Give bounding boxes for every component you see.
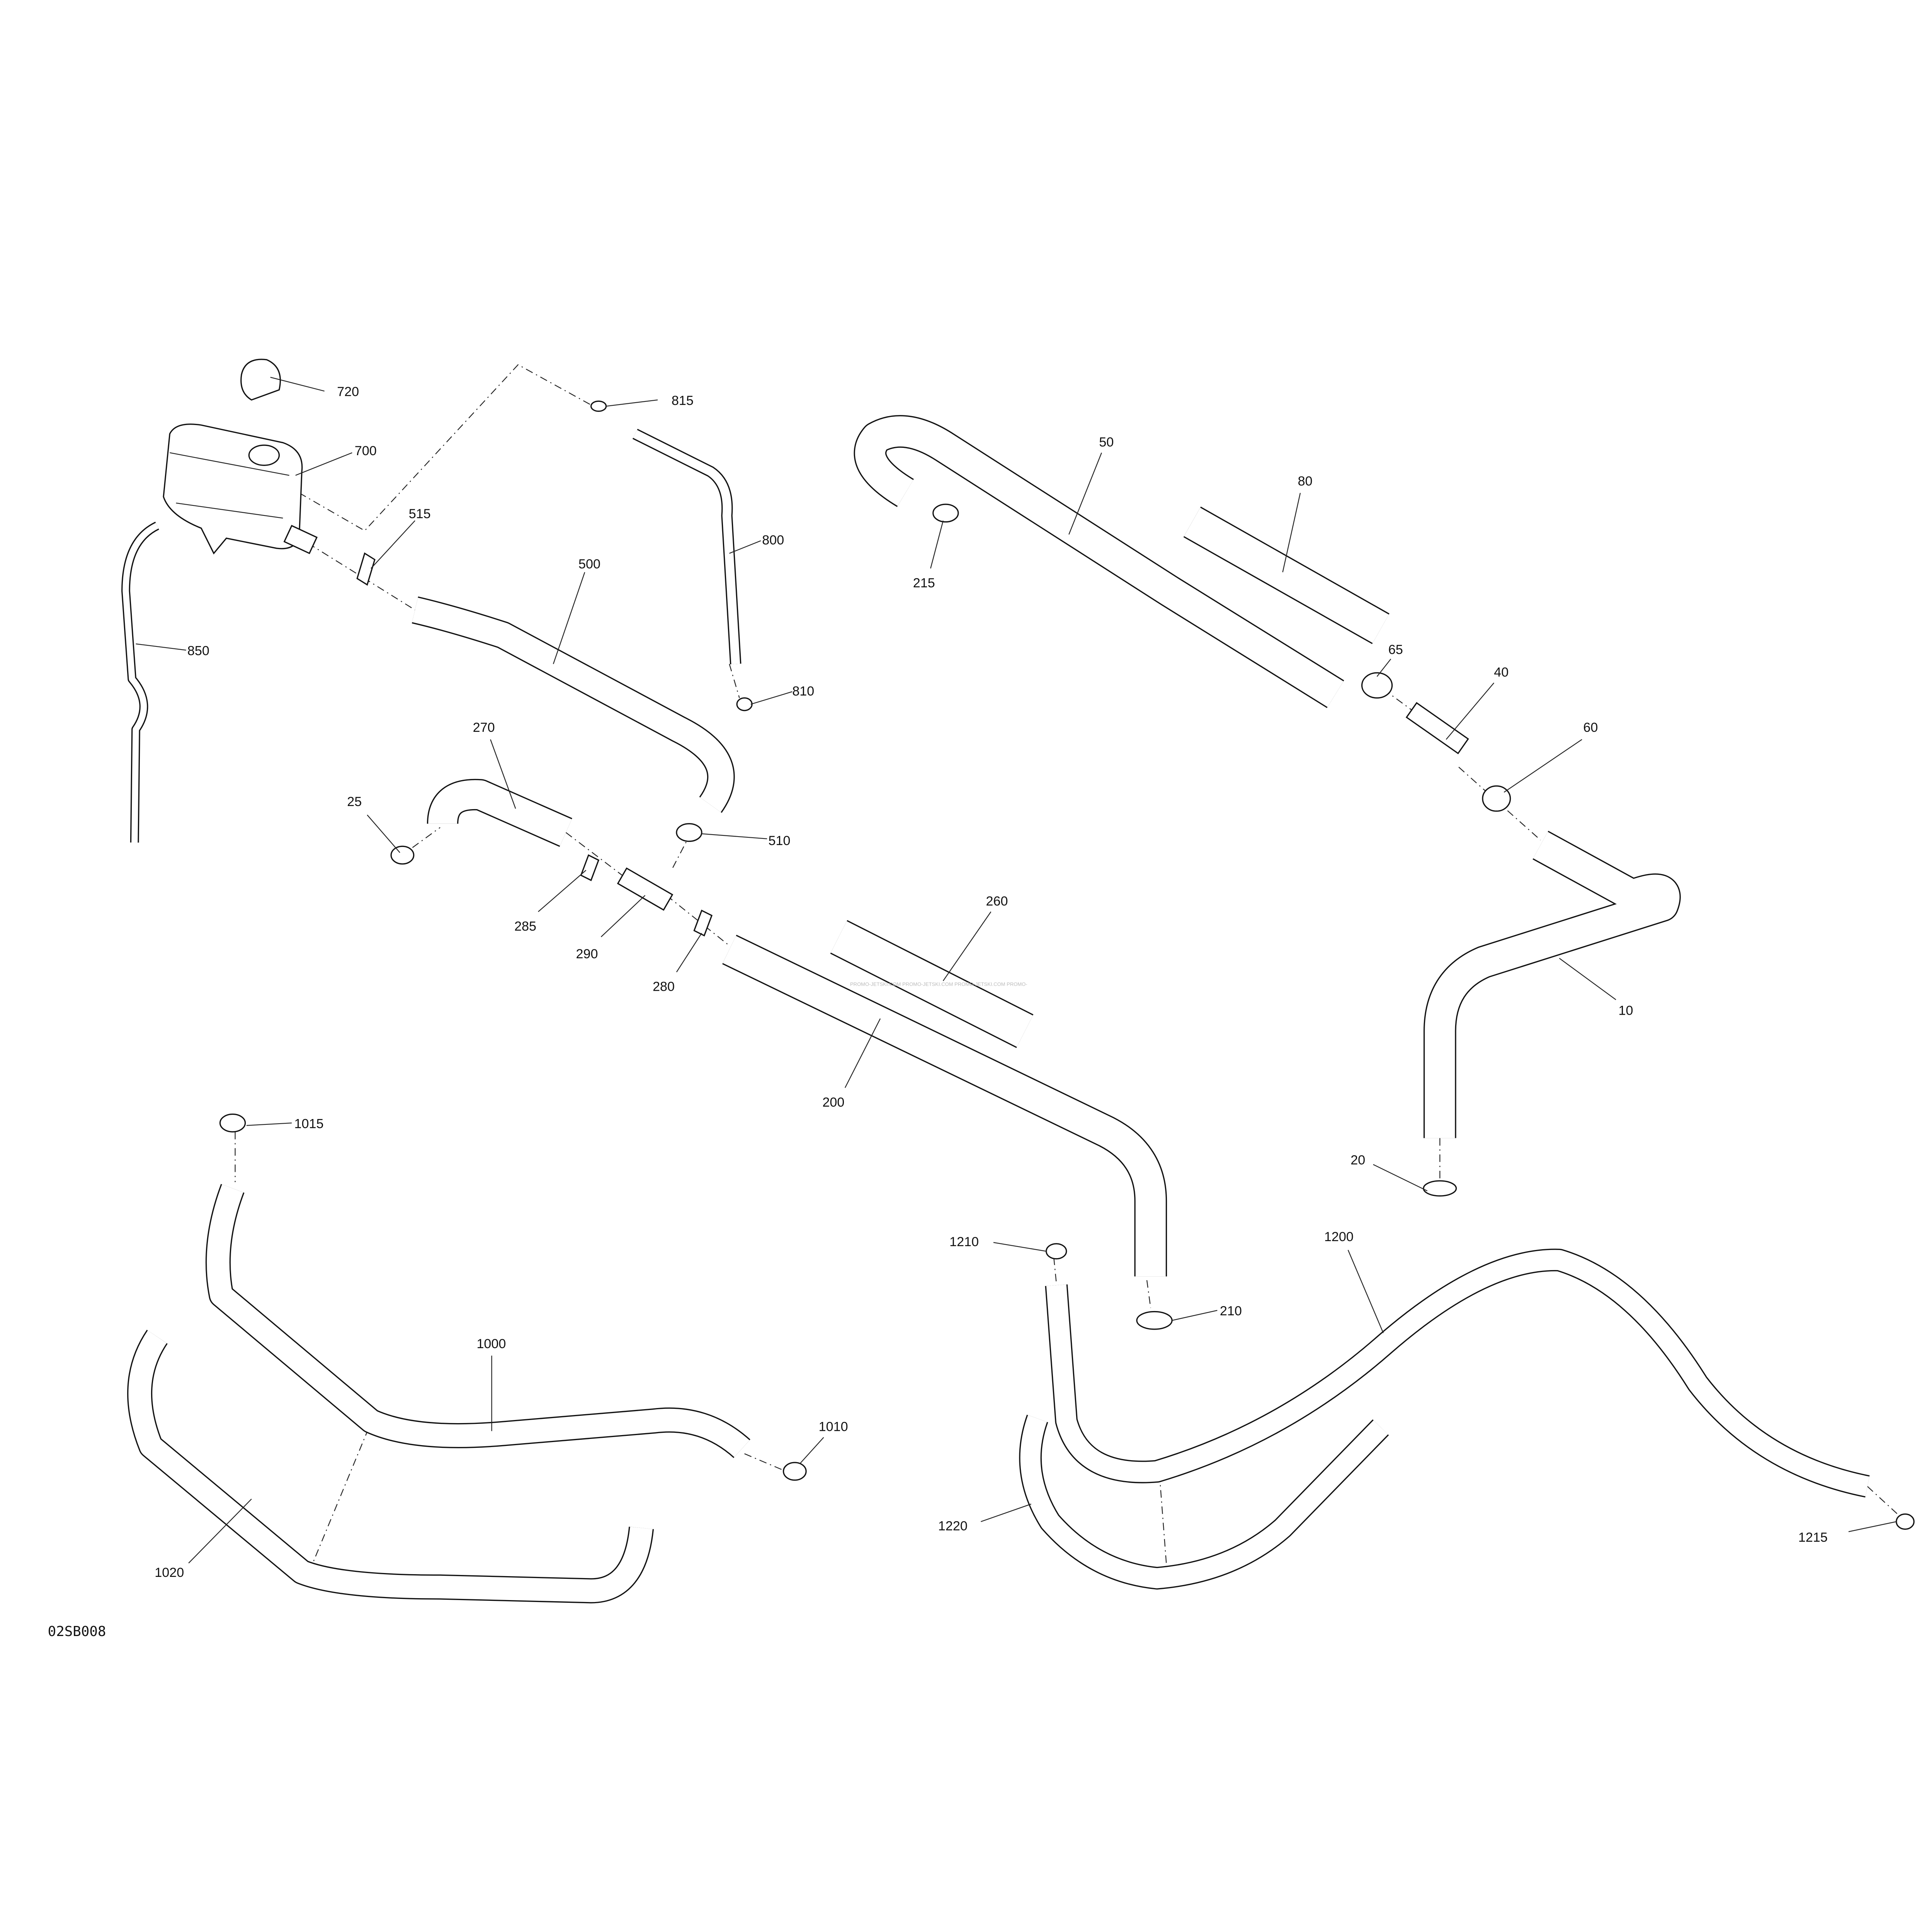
watermark: PROMO-JETSKI.COM PROMO-JETSKI.COM PROMO-… xyxy=(850,981,1027,987)
callout-1220: 1220 xyxy=(938,1519,968,1534)
coolant-tank-700[interactable] xyxy=(163,423,318,554)
clamp-1210 xyxy=(1046,1243,1067,1260)
callout-285: 285 xyxy=(514,919,536,934)
hose-80[interactable] xyxy=(1183,507,1389,644)
callout-290: 290 xyxy=(576,947,598,961)
hose-10[interactable] xyxy=(1423,830,1681,1138)
hose-1200[interactable] xyxy=(1045,1248,1870,1498)
clamp-20 xyxy=(1423,1180,1457,1197)
pressure-cap-720[interactable] xyxy=(240,359,281,401)
hose-50[interactable] xyxy=(854,415,1344,708)
callout-1010: 1010 xyxy=(819,1420,848,1434)
clamp-815 xyxy=(590,400,607,412)
callout-815: 815 xyxy=(672,393,694,408)
callout-80: 80 xyxy=(1298,474,1313,488)
hose-1020[interactable] xyxy=(127,1330,654,1604)
callout-60: 60 xyxy=(1583,720,1598,735)
callout-1200: 1200 xyxy=(1324,1230,1354,1244)
hose-850[interactable] xyxy=(121,522,160,843)
callout-200: 200 xyxy=(822,1095,844,1110)
hose-200[interactable] xyxy=(722,935,1167,1277)
callout-25: 25 xyxy=(347,794,362,809)
clamp-60 xyxy=(1482,785,1511,812)
callout-215: 215 xyxy=(913,576,935,590)
callout-515: 515 xyxy=(409,507,431,521)
callout-1215: 1215 xyxy=(1798,1530,1828,1545)
clamp-1010 xyxy=(782,1462,807,1481)
hose-800[interactable] xyxy=(632,429,742,665)
callout-65: 65 xyxy=(1388,642,1403,657)
clamp-215 xyxy=(932,503,959,523)
clamp-510 xyxy=(676,823,702,842)
clip-515 xyxy=(356,552,376,586)
callout-labels: 720 815 700 515 800 500 850 810 270 25 5… xyxy=(155,384,1828,1580)
clamp-1015 xyxy=(219,1113,246,1133)
callout-800: 800 xyxy=(762,533,784,548)
callout-10: 10 xyxy=(1618,1003,1633,1018)
hose-500[interactable] xyxy=(412,596,735,813)
leader-lines xyxy=(136,377,1896,1564)
clamp-1215 xyxy=(1896,1513,1915,1530)
callout-720: 720 xyxy=(337,384,359,399)
callout-280: 280 xyxy=(653,980,675,994)
callout-810: 810 xyxy=(792,684,814,699)
clamps xyxy=(219,400,1915,1530)
callout-700: 700 xyxy=(355,444,377,458)
callout-40: 40 xyxy=(1494,665,1509,680)
callout-210: 210 xyxy=(1220,1304,1242,1318)
callout-500: 500 xyxy=(578,557,600,571)
clip-285 xyxy=(580,854,600,881)
clamp-210 xyxy=(1136,1311,1173,1330)
diagram-id: 02SB008 xyxy=(48,1624,106,1639)
callout-510: 510 xyxy=(768,833,790,848)
hose-1220[interactable] xyxy=(1019,1415,1389,1590)
callout-1020: 1020 xyxy=(155,1565,184,1580)
callout-260: 260 xyxy=(986,894,1008,908)
hose-1000[interactable] xyxy=(205,1184,750,1458)
parts-diagram: 720 815 700 515 800 500 850 810 270 25 5… xyxy=(48,359,1915,1639)
callout-50: 50 xyxy=(1099,435,1114,449)
callout-1210: 1210 xyxy=(949,1235,979,1249)
clamp-25 xyxy=(390,845,415,865)
clamp-810 xyxy=(736,697,753,711)
hose-270[interactable] xyxy=(427,779,572,847)
tee-290 xyxy=(617,867,673,911)
hose-260[interactable] xyxy=(830,920,1034,1048)
callout-1000: 1000 xyxy=(476,1337,506,1351)
callout-850: 850 xyxy=(187,644,209,658)
clamp-65 xyxy=(1361,672,1393,699)
fitting-40 xyxy=(1405,702,1469,754)
callout-20: 20 xyxy=(1350,1153,1365,1168)
callout-1015: 1015 xyxy=(294,1116,324,1131)
callout-270: 270 xyxy=(473,720,495,735)
clip-280 xyxy=(693,910,713,937)
